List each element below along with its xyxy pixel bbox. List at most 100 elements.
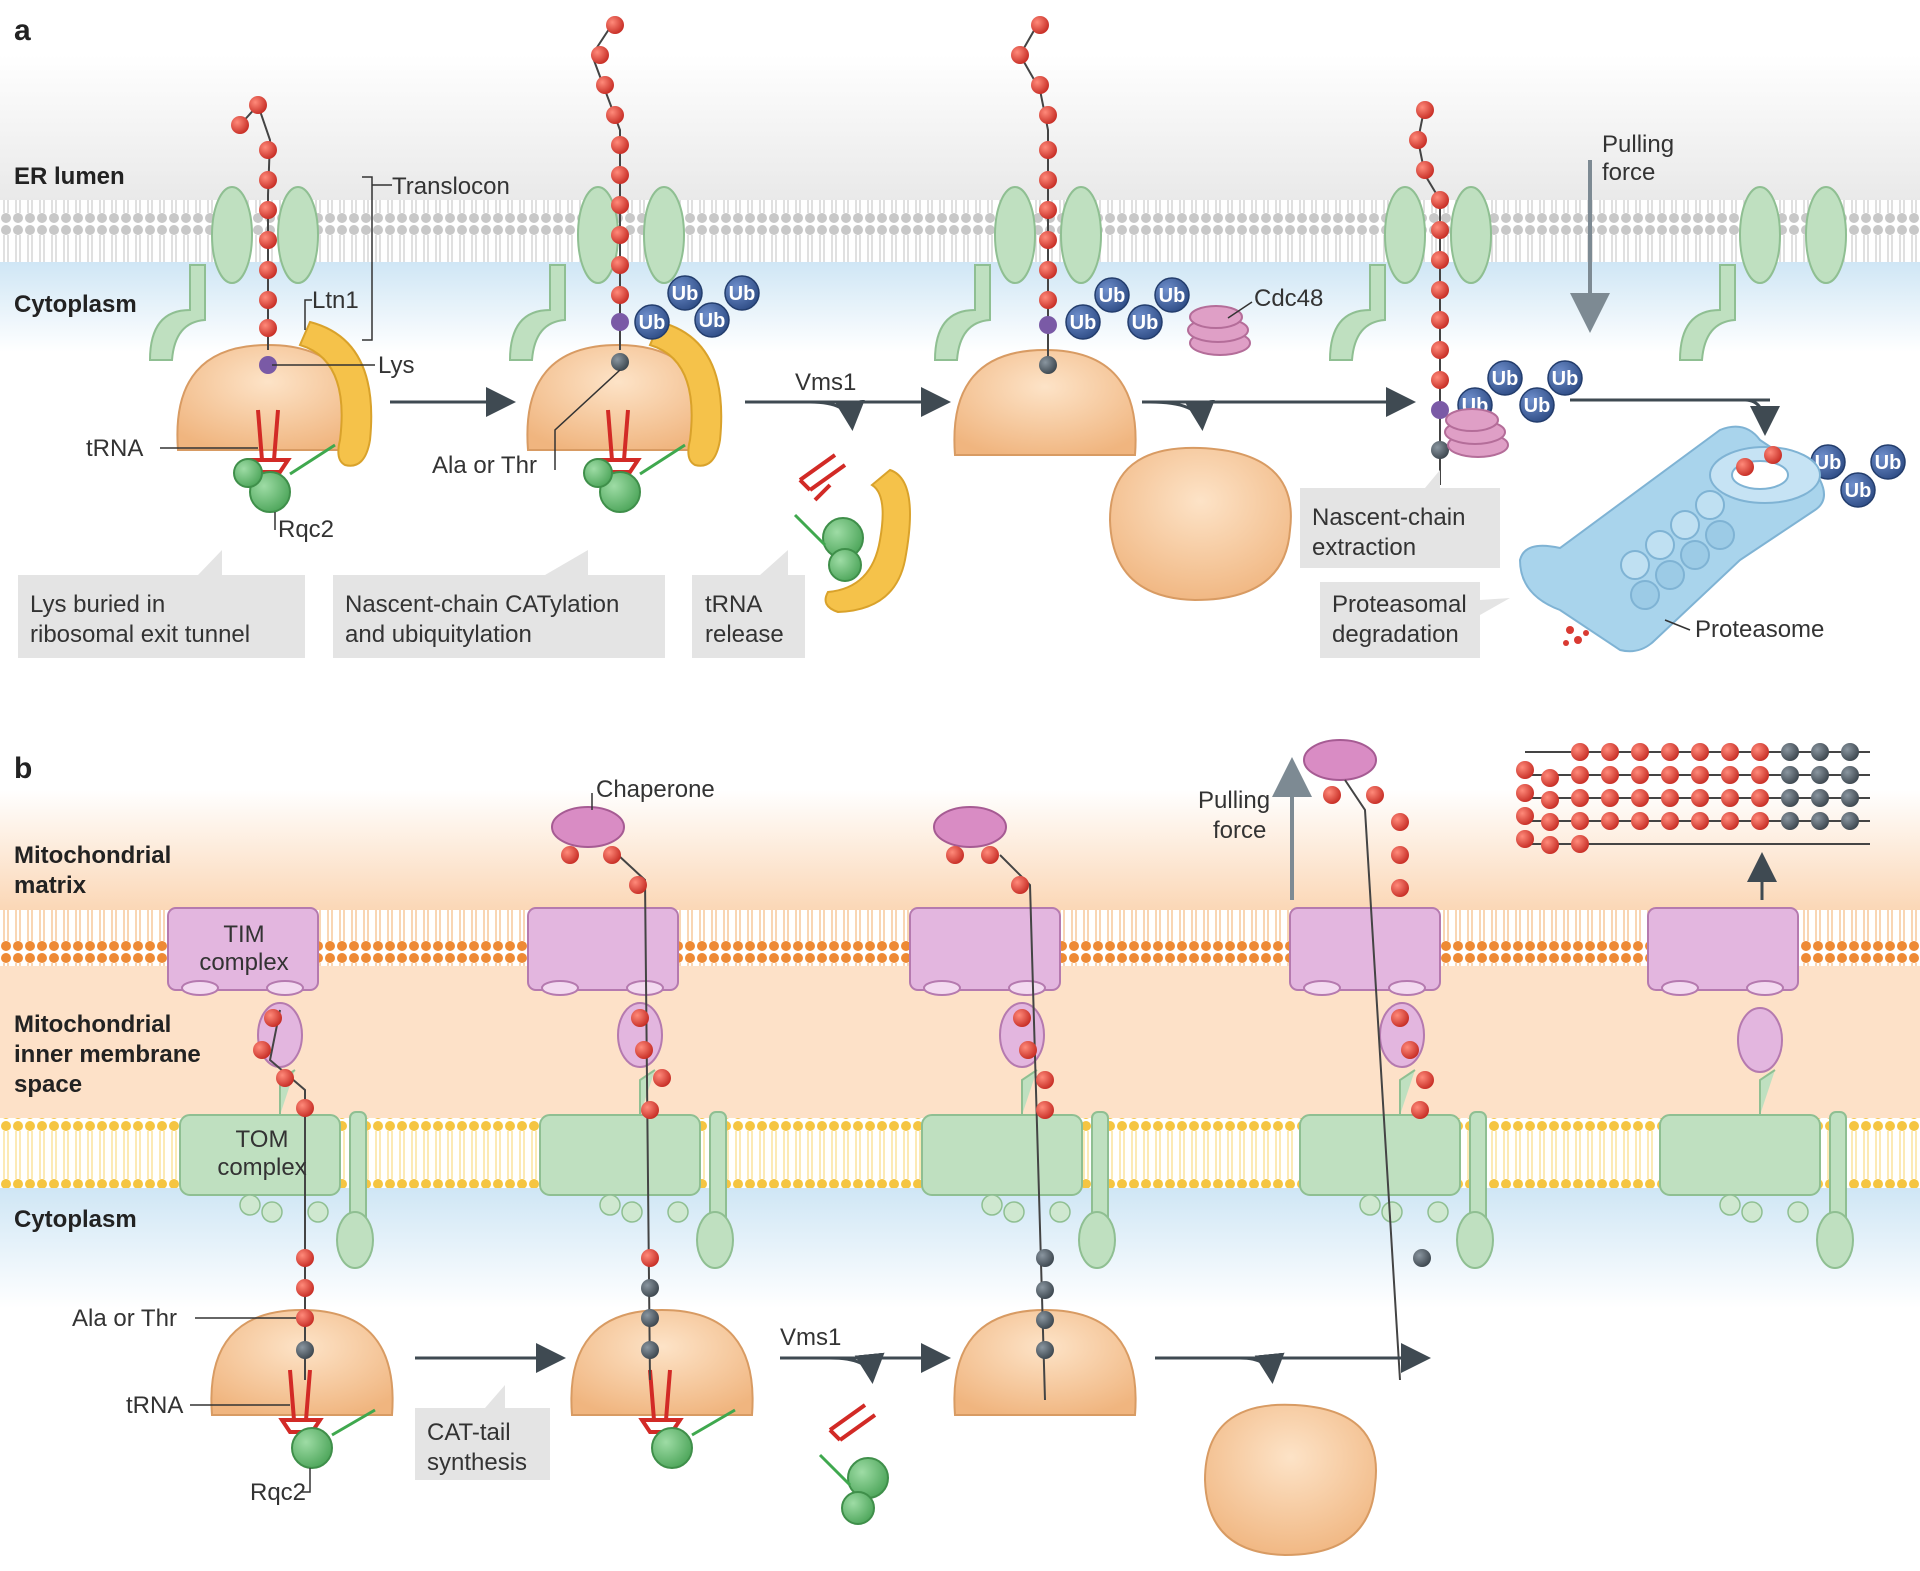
svg-text:Ub: Ub: [1132, 312, 1159, 334]
trna-label-b: tRNA: [126, 1392, 183, 1419]
svg-text:CAT-tail: CAT-tail: [427, 1419, 511, 1446]
tim-complexes: [167, 907, 1799, 996]
rqc2-label-a: Rqc2: [278, 516, 334, 543]
callout-degradation: Proteasomal degradation: [1320, 582, 1510, 658]
ims-label-3: space: [14, 1071, 82, 1098]
ims-region: [0, 966, 1920, 1118]
ub-group-a3: Ub Ub Ub Ub: [1065, 277, 1190, 340]
er-lumen-label: ER lumen: [14, 163, 125, 190]
er-lumen-region: [0, 55, 1920, 200]
arrows-b: [415, 852, 1777, 1384]
chaperone-label: Chaperone: [596, 776, 715, 803]
svg-text:Ub: Ub: [1815, 452, 1842, 474]
ala-or-thr-label-a: Ala or Thr: [432, 452, 537, 479]
svg-text:degradation: degradation: [1332, 621, 1459, 648]
trna-rqc2-b: [278, 1369, 889, 1525]
trna-label-a: tRNA: [86, 435, 143, 462]
cytoplasm-label-b: Cytoplasm: [14, 1206, 137, 1233]
pulling-force-label-a-1: Pulling: [1602, 131, 1674, 158]
svg-text:extraction: extraction: [1312, 534, 1416, 561]
ltn1-released: [824, 468, 911, 614]
proteasome: [1518, 425, 1825, 653]
svg-text:Ub: Ub: [1159, 285, 1186, 307]
svg-text:Nascent-chain: Nascent-chain: [1312, 504, 1465, 531]
svg-text:release: release: [705, 621, 784, 648]
svg-text:tRNA: tRNA: [705, 591, 762, 618]
ribosome-a3: [953, 348, 1137, 456]
pulling-force-label-b-1: Pulling: [1198, 787, 1270, 814]
vms1-label-b: Vms1: [780, 1324, 841, 1351]
trna-rqc2-a2: [583, 409, 686, 513]
panel-a: a ER lumen Cytoplasm: [0, 14, 1920, 658]
ribosome-released-a: [1108, 446, 1292, 602]
pulling-force-label-b-2: force: [1213, 817, 1266, 844]
tim-label-1: TIM: [223, 921, 264, 948]
rqc2-label-b: Rqc2: [250, 1479, 306, 1506]
matrix-label-2: matrix: [14, 872, 87, 899]
svg-text:Ub: Ub: [1845, 480, 1872, 502]
leader-lines-b: [190, 793, 593, 1493]
tom-bumps: [239, 1194, 1809, 1223]
matrix-label-1: Mitochondrial: [14, 842, 171, 869]
ub-group-a2: Ub Ub Ub Ub: [634, 275, 760, 340]
cdc48-a4: [1444, 408, 1509, 458]
er-membrane: [0, 200, 1920, 262]
pulling-force-label-a-2: force: [1602, 159, 1655, 186]
panel-b: b Mitochondrial matrix Mitochondrial inn…: [0, 739, 1920, 1557]
ribosomes-b: [210, 1308, 1377, 1557]
trna-rqc2-released-a: [793, 453, 864, 582]
residues-b: [253, 786, 1434, 1359]
svg-text:Proteasomal: Proteasomal: [1332, 591, 1467, 618]
svg-text:Ub: Ub: [729, 283, 756, 305]
leader-lines-a: [160, 176, 1253, 530]
svg-text:Nascent-chain CATylation: Nascent-chain CATylation: [345, 591, 619, 618]
ims-label-1: Mitochondrial: [14, 1011, 171, 1038]
chaperones: [551, 739, 1377, 848]
ala-or-thr-label-b: Ala or Thr: [72, 1305, 177, 1332]
trna-rqc2-a1: [233, 409, 336, 513]
proteasome-label: Proteasome: [1695, 616, 1824, 643]
lys-label: Lys: [378, 352, 414, 379]
svg-text:Ub: Ub: [1099, 285, 1126, 307]
tim-label-2: complex: [199, 949, 288, 976]
residues-a: [231, 16, 1449, 485]
callout-lys-buried: Lys buried in ribosomal exit tunnel: [18, 550, 305, 658]
svg-text:Ub: Ub: [1492, 368, 1519, 390]
svg-text:Ub: Ub: [1070, 312, 1097, 334]
callout-extraction: Nascent-chain extraction: [1300, 470, 1500, 568]
panel-b-letter: b: [14, 752, 32, 785]
cytoplasm-label-a: Cytoplasm: [14, 291, 137, 318]
svg-text:Ub: Ub: [1875, 452, 1902, 474]
svg-text:Lys buried in: Lys buried in: [30, 591, 165, 618]
translocon-label: Translocon: [392, 173, 510, 200]
svg-text:Ub: Ub: [672, 283, 699, 305]
tim-hooks: [257, 1002, 1783, 1073]
tom-label-1: TOM: [236, 1126, 289, 1153]
vms1-label-a: Vms1: [795, 369, 856, 396]
arrows-a: [390, 387, 1780, 436]
svg-text:synthesis: synthesis: [427, 1449, 527, 1476]
cytoplasm-region-b: [0, 1188, 1920, 1308]
ltn1-label: Ltn1: [312, 287, 359, 314]
tom-complexes: [179, 1069, 1854, 1269]
ims-label-2: inner membrane: [14, 1041, 201, 1068]
cdc48-label: Cdc48: [1254, 285, 1323, 312]
cdc48-a3: [1187, 305, 1251, 356]
svg-text:Ub: Ub: [1524, 395, 1551, 417]
svg-text:Ub: Ub: [1552, 368, 1579, 390]
cat-tail-residues: [1516, 743, 1859, 854]
ltn1-a1: [298, 320, 373, 467]
svg-text:ribosomal exit tunnel: ribosomal exit tunnel: [30, 621, 250, 648]
callout-cat-tail: CAT-tail synthesis: [415, 1385, 550, 1480]
translocon-group-a: [148, 186, 1847, 361]
proteasome-leader: [1664, 619, 1691, 631]
callout-trna-release: tRNA release: [692, 550, 805, 658]
callout-catylation: Nascent-chain CATylation and ubiquitylat…: [333, 550, 665, 658]
panel-a-letter: a: [14, 14, 31, 47]
ltn1-a2: [648, 320, 723, 467]
svg-text:and ubiquitylation: and ubiquitylation: [345, 621, 532, 648]
tom-label-2: complex: [217, 1154, 306, 1181]
svg-text:Ub: Ub: [639, 312, 666, 334]
svg-text:Ub: Ub: [699, 310, 726, 332]
